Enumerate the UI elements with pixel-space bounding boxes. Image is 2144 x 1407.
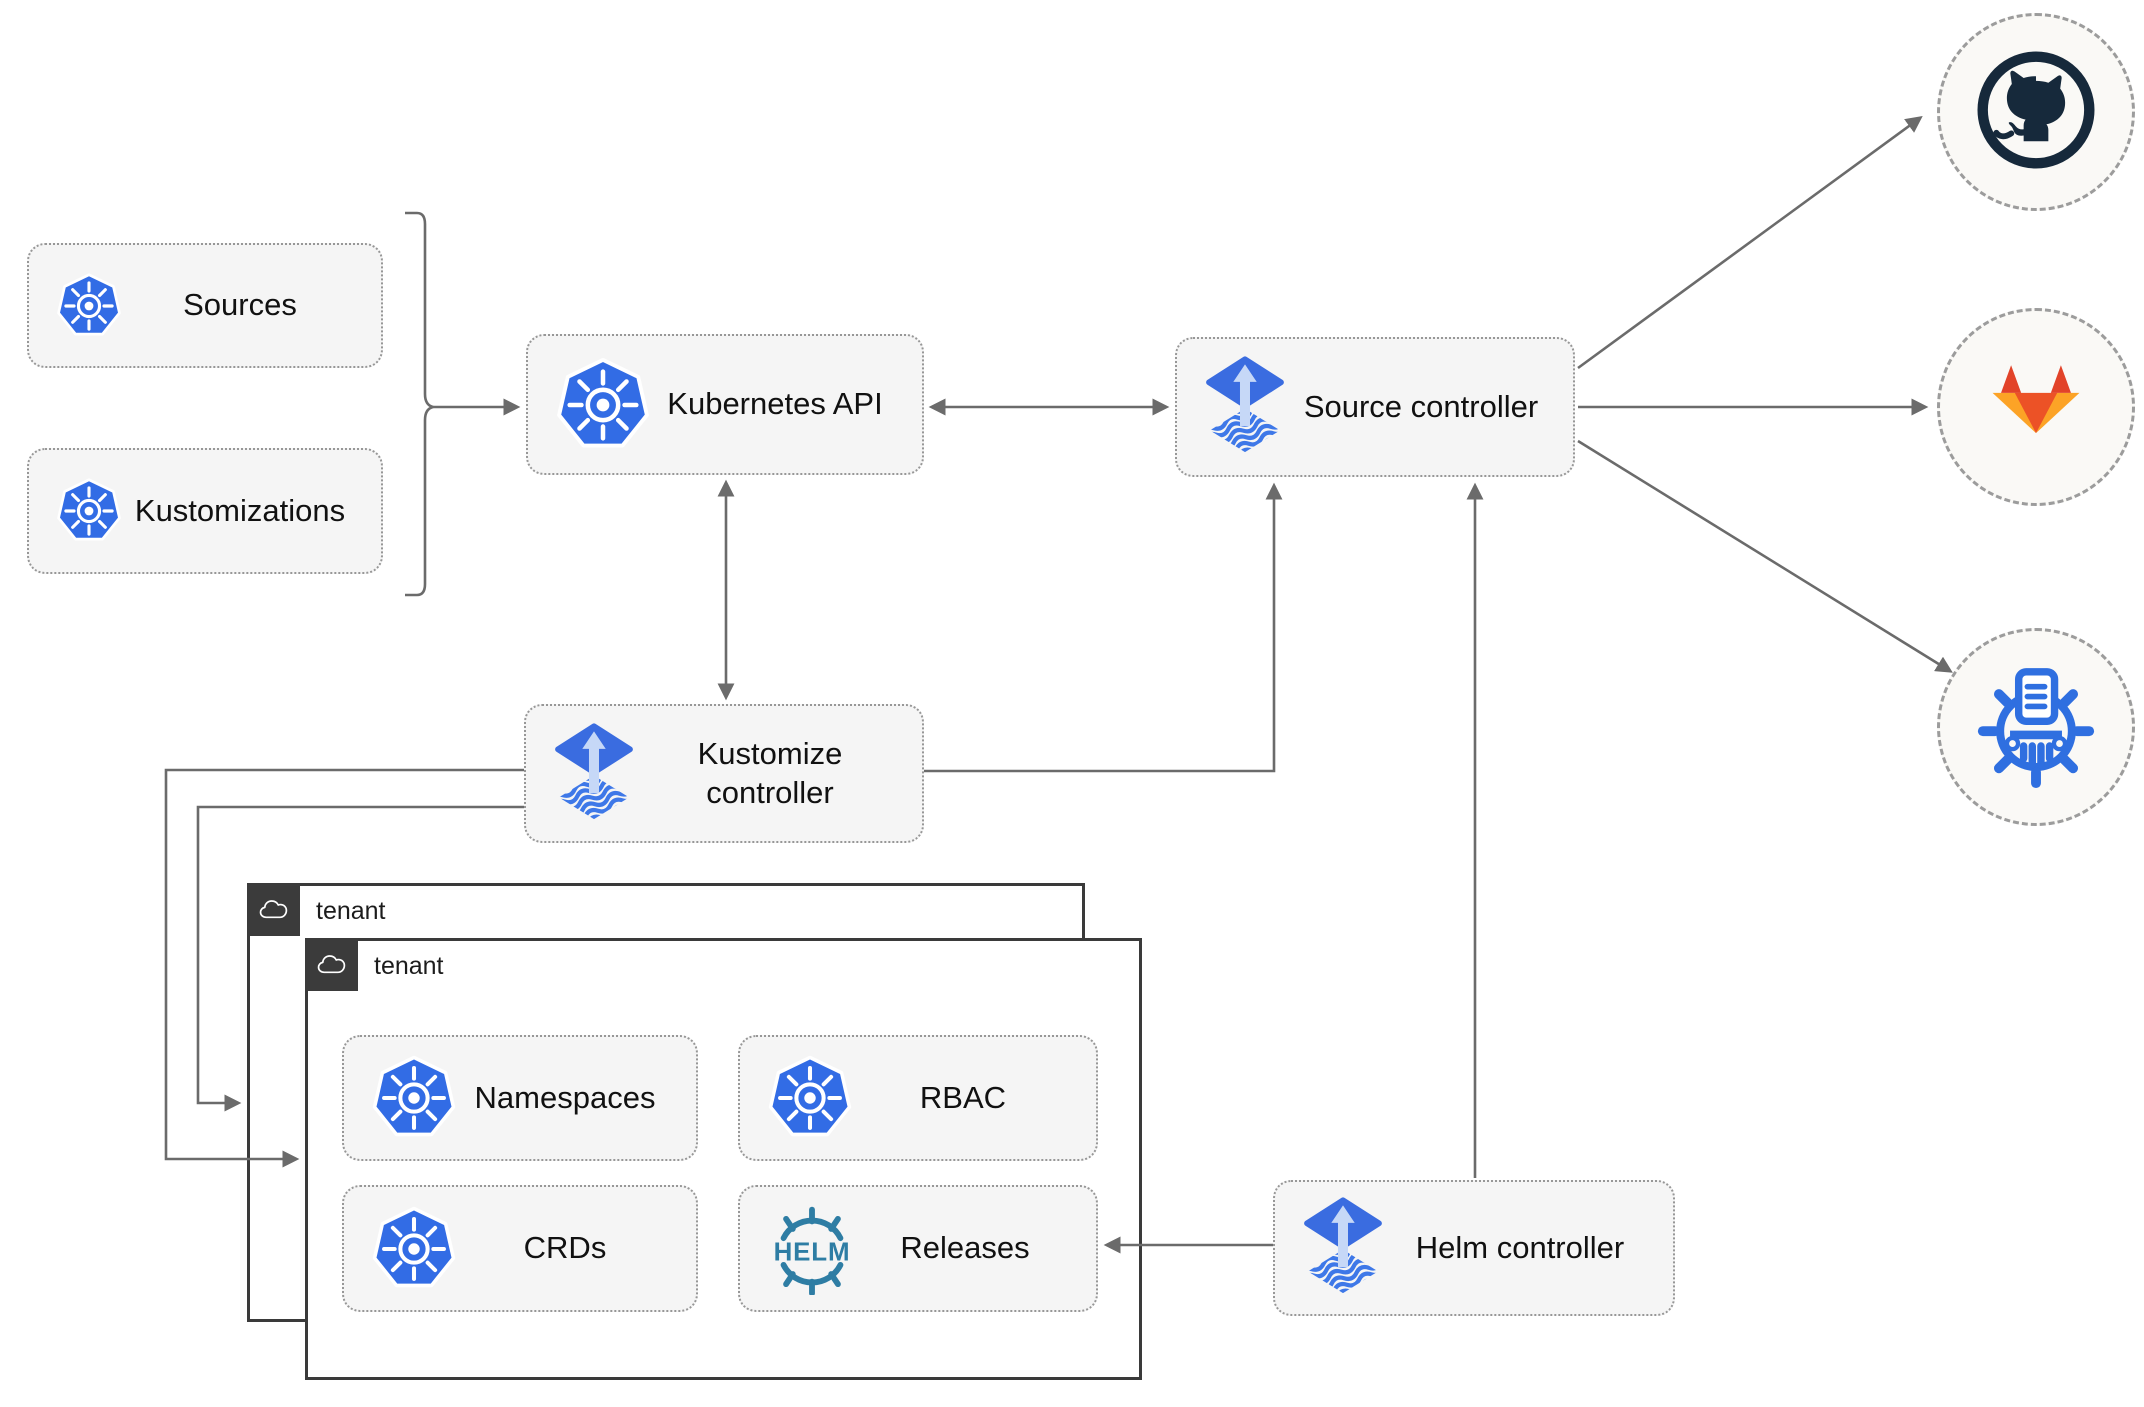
endpoint-github (1937, 13, 2135, 211)
github-octocat-icon (1971, 45, 2101, 180)
kubernetes-wheel-icon (370, 1205, 458, 1293)
manifest-shredder-icon (1968, 657, 2104, 798)
helm-logo-text: HELM (774, 1238, 851, 1266)
kubernetes-wheel-icon (554, 356, 652, 454)
flux-gitops-arrow-icon (1203, 356, 1287, 458)
node-helm-controller: Helm controller (1273, 1180, 1675, 1316)
flux-gitops-arrow-icon (552, 723, 636, 825)
node-kubernetes-api: Kubernetes API (526, 334, 924, 475)
node-rbac: RBAC (738, 1035, 1098, 1161)
endpoint-gitlab (1937, 308, 2135, 506)
node-namespaces-label: Namespaces (474, 1079, 656, 1115)
cloud-icon (247, 883, 300, 936)
flux-gitops-arrow-icon (1301, 1197, 1385, 1299)
tenant-inner-label: tenant (374, 952, 444, 980)
gitlab-tanuki-icon (1983, 362, 2089, 452)
node-rbac-label: RBAC (919, 1079, 1007, 1115)
node-sources-label: Sources (183, 287, 297, 323)
kubernetes-wheel-icon (55, 477, 123, 545)
kubernetes-wheel-icon (370, 1054, 458, 1142)
node-kustomize-controller-label: Kustomize controller (697, 735, 843, 810)
node-crds: CRDs (342, 1185, 698, 1312)
node-releases-label: Releases (900, 1230, 1030, 1266)
node-kustomize-controller: Kustomize controller (524, 704, 924, 843)
node-source-controller-label: Source controller (1303, 388, 1539, 424)
connector-source-to-github (1577, 116, 1923, 370)
connector-kustomize-to-source (924, 482, 1283, 773)
node-source-controller: Source controller (1175, 337, 1575, 477)
kubernetes-wheel-icon (766, 1054, 854, 1142)
kubernetes-wheel-icon (55, 272, 123, 340)
node-namespaces: Namespaces (342, 1035, 698, 1161)
node-helm-controller-label: Helm controller (1415, 1229, 1625, 1265)
cloud-icon (305, 938, 358, 991)
node-releases: HELM Releases (738, 1185, 1098, 1312)
bracket-sources-group (405, 211, 434, 597)
node-kustomizations-label: Kustomizations (134, 492, 346, 528)
tenant-outer-label: tenant (316, 897, 386, 925)
node-sources: Sources (27, 243, 383, 368)
node-kubernetes-api-label: Kubernetes API (667, 386, 883, 422)
node-crds-label: CRDs (523, 1230, 607, 1266)
node-kustomizations: Kustomizations (27, 448, 383, 574)
helm-wheel-icon: HELM (766, 1203, 858, 1295)
endpoint-registry (1937, 628, 2135, 826)
connector-source-to-registry (1577, 439, 1953, 673)
